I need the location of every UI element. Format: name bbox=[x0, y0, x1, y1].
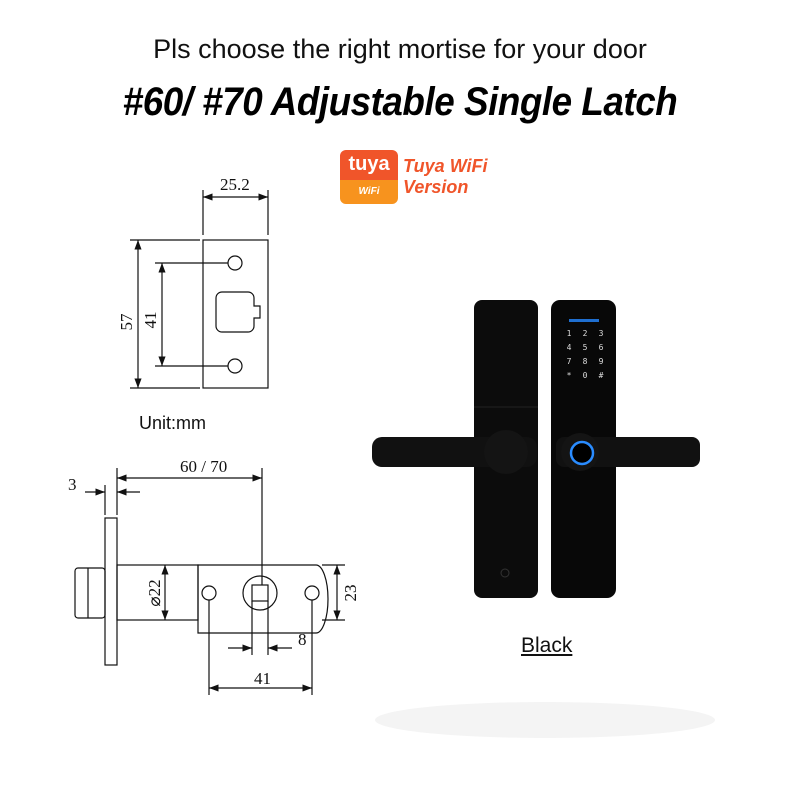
keypad-key: 0 bbox=[583, 371, 588, 380]
dim-diameter: ⌀22 bbox=[145, 579, 164, 606]
fingerprint-sensor-icon bbox=[569, 440, 595, 466]
latch-faceplate bbox=[104, 517, 118, 666]
dim-height: 23 bbox=[341, 585, 360, 602]
screw-hole bbox=[227, 255, 243, 271]
screw-hole bbox=[227, 358, 243, 374]
keypad-key: 9 bbox=[599, 357, 604, 366]
dim-hole-spacing: 41 bbox=[141, 312, 160, 329]
wifi-label-line2: Version bbox=[403, 177, 469, 197]
keypad-key: 5 bbox=[583, 343, 588, 352]
page-title: #60/ #70 Adjustable Single Latch bbox=[122, 80, 678, 124]
subtitle: Pls choose the right mortise for your do… bbox=[153, 34, 647, 64]
dim-latch-holes: 41 bbox=[254, 669, 271, 688]
keypad-key: 3 bbox=[599, 329, 604, 338]
keypad-key: # bbox=[599, 371, 604, 380]
latch-case bbox=[197, 564, 329, 634]
keypad-key: 8 bbox=[583, 357, 588, 366]
dim-faceplate-height: 57 bbox=[117, 313, 136, 331]
dim-thickness: 3 bbox=[68, 475, 77, 494]
keypad-key: 2 bbox=[583, 329, 588, 338]
keypad-key: * bbox=[567, 371, 572, 380]
tuya-logo: tuya WiFi Version bbox=[340, 150, 398, 221]
keypad-key: 1 bbox=[567, 329, 572, 338]
color-option-black: Black bbox=[521, 634, 573, 657]
faceplate-outline bbox=[202, 239, 269, 389]
keypad-key: 4 bbox=[567, 343, 572, 352]
dim-faceplate-width: 25.2 bbox=[220, 175, 250, 194]
unit-label: Unit:mm bbox=[139, 413, 206, 433]
tuya-logo-sub: WiFi Version bbox=[340, 180, 398, 221]
keypad-key: 6 bbox=[599, 343, 604, 352]
latch-bolt bbox=[74, 567, 106, 619]
keypad-key: 7 bbox=[567, 357, 572, 366]
keypad: 1 2 3 4 5 6 7 8 9 * 0 # bbox=[567, 329, 604, 380]
tuya-logo-text: tuya bbox=[340, 150, 398, 180]
latch-opening bbox=[215, 291, 261, 333]
spindle-square bbox=[251, 584, 269, 602]
smart-lock: 1 2 3 4 5 6 7 8 9 * 0 # bbox=[372, 300, 715, 738]
spindle-hub bbox=[242, 575, 278, 611]
wifi-label-line1: Tuya WiFi bbox=[403, 156, 488, 176]
dim-spindle: 8 bbox=[298, 630, 307, 649]
dim-backset: 60 / 70 bbox=[180, 457, 227, 476]
wifi-version-label: Tuya WiFi Version bbox=[403, 156, 488, 198]
